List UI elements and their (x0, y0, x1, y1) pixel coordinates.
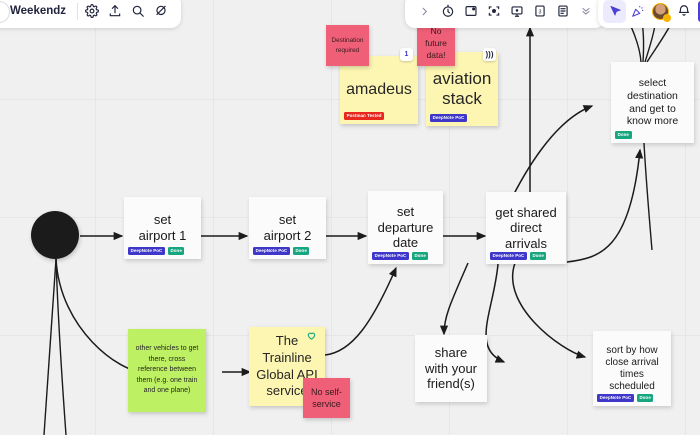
comment-count: 1 (404, 51, 409, 58)
tag-deepnote: DeepNote PoC (430, 114, 467, 122)
edge-arrivals-down-left (485, 263, 506, 363)
heart-icon[interactable] (306, 330, 317, 344)
start-node[interactable] (31, 211, 79, 259)
edge-select-dest-down (643, 142, 653, 251)
tag-deepnote: DeepNote PoC (128, 247, 165, 255)
sticky-text: No future data! (425, 26, 447, 60)
tag-done: Done (411, 252, 429, 260)
node-tags: DeepNote PoC Done (597, 394, 654, 402)
node-label: share with your friend(s) (424, 345, 478, 392)
tag-done: Done (292, 247, 310, 255)
sticky-no-self-service[interactable]: No self- service (303, 378, 350, 418)
upload-icon[interactable] (103, 0, 126, 23)
edge-start-down-b (55, 258, 67, 435)
node-sort-by-arrival[interactable]: sort by how close arrival times schedule… (593, 331, 671, 406)
node-tags: DeepNote PoC Done (253, 247, 310, 255)
node-set-airport-1[interactable]: set airport 1 DeepNote PoC Done (124, 197, 201, 259)
sticky-text: The Trainline Global API service (256, 333, 318, 399)
svg-text:3: 3 (538, 9, 541, 15)
chevron-double-down-icon[interactable] (574, 0, 597, 23)
sticky-destination-required[interactable]: Destination required (326, 25, 369, 66)
share-button[interactable] (698, 0, 700, 22)
reaction-icon[interactable]: ))) (483, 48, 496, 61)
tag-deepnote: DeepNote PoC (597, 394, 634, 402)
presentation-icon[interactable] (505, 0, 528, 23)
sticky-text: other vehicles to get there, cross refer… (135, 345, 199, 395)
node-label: select destination and get to know more (626, 77, 679, 128)
node-tags: Done (615, 131, 632, 139)
sticky-text: aviation stack (432, 69, 492, 108)
toolbar-center: 3 (405, 0, 605, 28)
node-label: sort by how close arrival times schedule… (605, 344, 659, 392)
comment-count-badge[interactable]: 1 (400, 48, 413, 61)
toolbar-left: Weekendz (0, 0, 182, 28)
edge-arrivals-to-sort (512, 262, 587, 359)
sticky-trainline[interactable]: The Trainline Global API service (249, 327, 325, 406)
sticky-other-vehicles[interactable]: other vehicles to get there, cross refer… (128, 329, 206, 412)
edge-arrivals-to-share (439, 262, 469, 336)
bell-icon[interactable] (672, 0, 695, 23)
node-get-shared-direct-arrivals[interactable]: get shared direct arrivals DeepNote PoC … (486, 192, 566, 264)
chevron-right-icon[interactable] (413, 0, 436, 23)
node-tags: DeepNote PoC Done (372, 252, 429, 260)
tag-done: Done (615, 131, 632, 139)
notes-icon[interactable] (551, 0, 574, 23)
toolbar-right (598, 0, 700, 28)
sticky-tags: Postman Tested (344, 112, 385, 120)
node-label: set airport 1 (138, 212, 187, 243)
tag-done: Done (636, 394, 654, 402)
node-set-airport-2[interactable]: set airport 2 DeepNote PoC Done (249, 197, 326, 259)
tag-postman-tested: Postman Tested (344, 112, 385, 120)
edge-sort-back-to-arrivals (566, 148, 644, 263)
tag-deepnote: DeepNote PoC (372, 252, 409, 260)
tag-done: Done (529, 252, 547, 260)
node-select-destination[interactable]: select destination and get to know more … (611, 62, 694, 143)
sticky-text: Destination required (331, 37, 364, 54)
board-title[interactable]: Weekendz (10, 5, 67, 17)
node-label: get shared direct arrivals (495, 204, 557, 251)
sticky-amadeus[interactable]: amadeus Postman Tested (340, 56, 418, 124)
focus-icon[interactable] (482, 0, 505, 23)
edge-trainline-to-departure (324, 266, 397, 356)
celebrate-icon[interactable] (626, 0, 649, 23)
cursor-icon[interactable] (603, 0, 626, 23)
tag-done: Done (167, 247, 185, 255)
plugin-icon[interactable] (149, 0, 172, 23)
divider (77, 2, 79, 20)
node-label: set airport 2 (263, 212, 312, 243)
sticky-tags: DeepNote PoC (430, 114, 467, 122)
node-share-with-friends[interactable]: share with your friend(s) (415, 335, 487, 402)
sticky-text: amadeus (346, 81, 412, 98)
node-set-departure-date[interactable]: set departure date DeepNote PoC Done (368, 191, 443, 264)
node-tags: DeepNote PoC Done (490, 252, 547, 260)
tag-deepnote: DeepNote PoC (253, 247, 290, 255)
card-icon[interactable]: 3 (528, 0, 551, 23)
sticky-no-future-data[interactable]: No future data! (417, 22, 455, 66)
node-label: set departure date (377, 204, 434, 251)
sticky-text: No self- service (310, 386, 342, 409)
node-tags: DeepNote PoC Done (128, 247, 185, 255)
gear-icon[interactable] (80, 0, 103, 23)
avatar[interactable] (649, 0, 672, 23)
search-icon[interactable] (126, 0, 149, 23)
frame-icon[interactable] (459, 0, 482, 23)
edge-start-down-a (43, 258, 57, 435)
tag-deepnote: DeepNote PoC (490, 252, 527, 260)
timer-icon[interactable] (436, 0, 459, 23)
